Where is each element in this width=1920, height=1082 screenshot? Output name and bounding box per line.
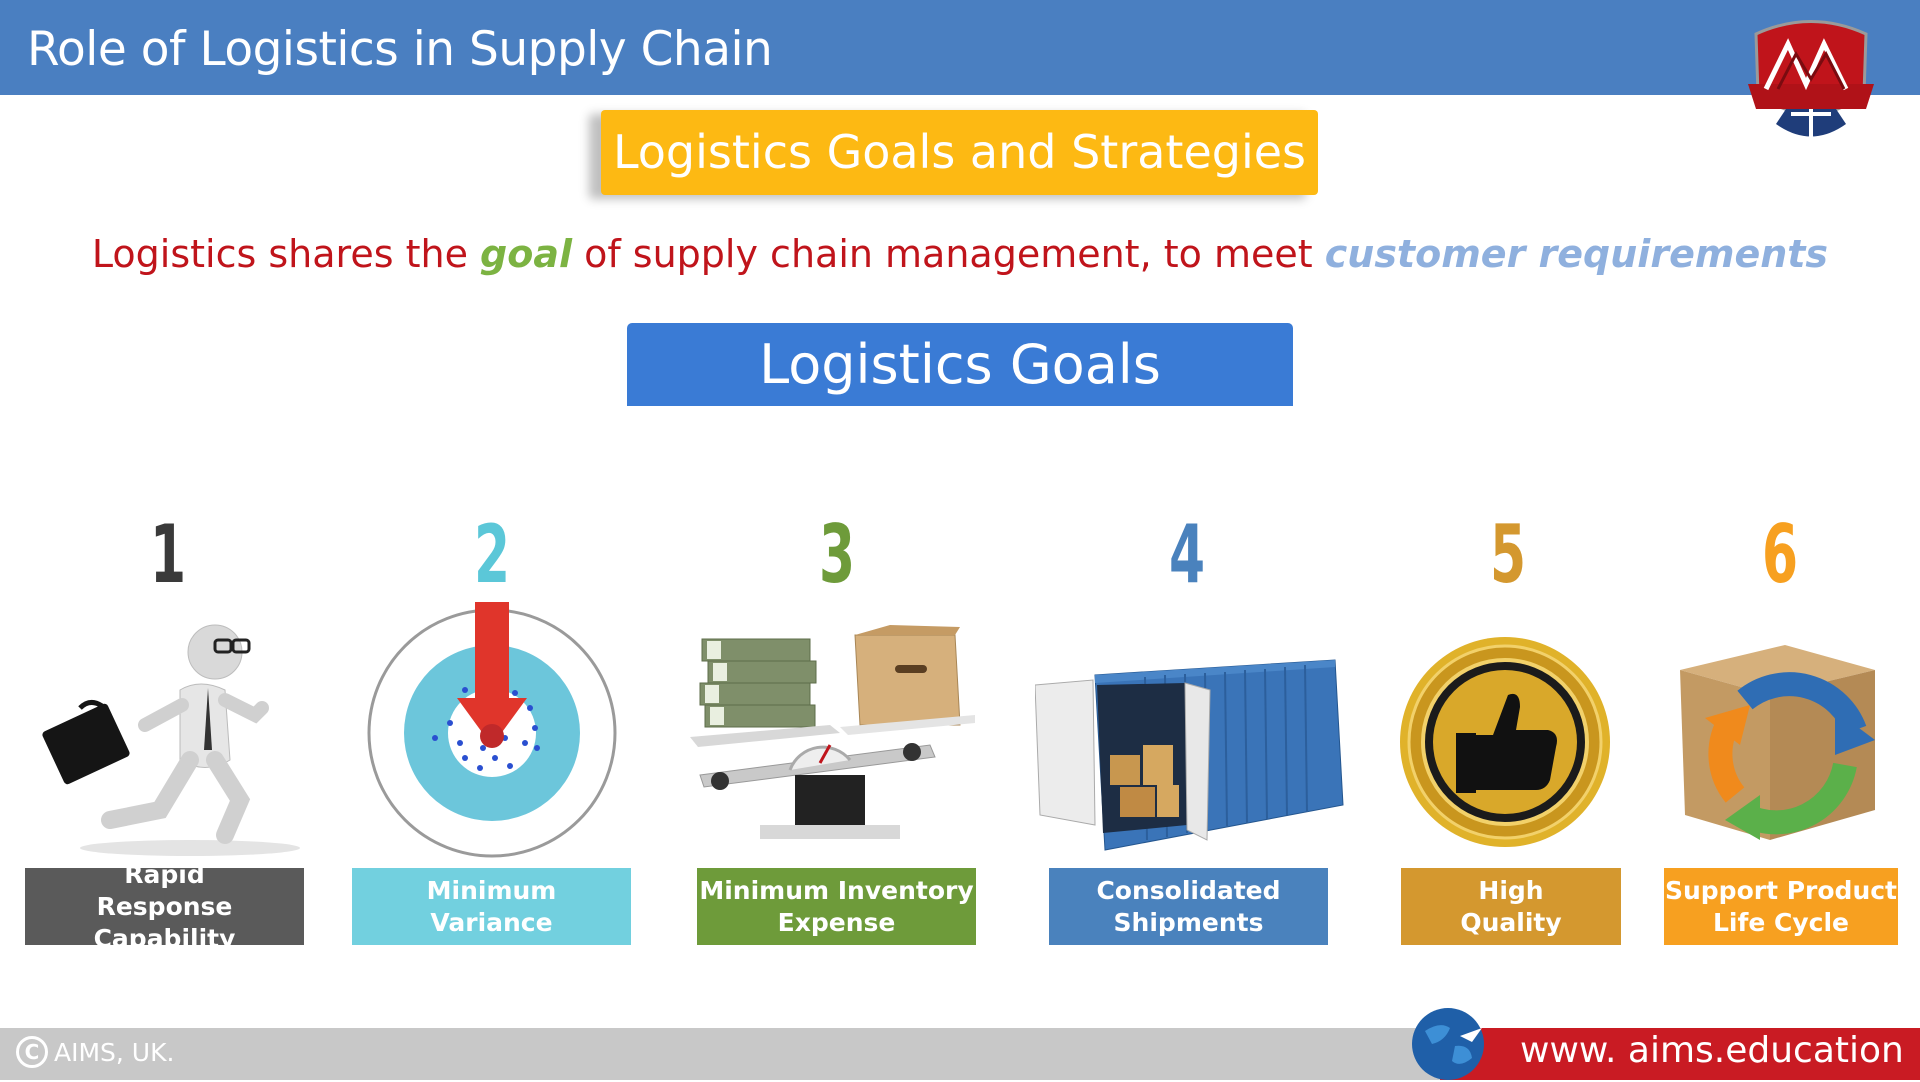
- goal-label-3-line1: Minimum Inventory: [699, 875, 974, 905]
- goal-label-6-line1: Support Product: [1664, 875, 1898, 905]
- page-title: Role of Logistics in Supply Chain: [27, 22, 773, 77]
- goal-label-6-line2: Life Cycle: [1712, 907, 1849, 937]
- logistics-goals-banner: Logistics Goals: [627, 323, 1293, 406]
- footer-copyright-text: AIMS, UK.: [54, 1037, 175, 1067]
- goal-label-1-line1: Rapid: [124, 859, 205, 889]
- strategies-banner: Logistics Goals and Strategies: [601, 110, 1318, 195]
- box-cycle-icon: [1680, 645, 1875, 840]
- shipping-container-icon: [1035, 659, 1344, 851]
- goal-statement: Logistics shares the goal of supply chai…: [0, 232, 1920, 276]
- statement-part2: of supply chain management, to meet: [572, 232, 1325, 276]
- money-box-scale-icon: [690, 625, 975, 839]
- goal-number-6: 6: [1762, 508, 1799, 601]
- statement-goal-word: goal: [480, 232, 573, 276]
- goal-number-5: 5: [1490, 508, 1527, 601]
- thumbs-up-seal-icon: [1400, 637, 1610, 847]
- goal-label-2-line2: Variance: [430, 907, 553, 937]
- footer-url-link[interactable]: www. aims.education: [1520, 1030, 1904, 1071]
- statement-part1: Logistics shares the: [91, 232, 481, 276]
- copyright-icon: C: [16, 1036, 48, 1068]
- goal-label-2-line1: Minimum: [426, 875, 557, 905]
- statement-customer-requirements: customer requirements: [1324, 232, 1829, 276]
- globe-icon: [1412, 1008, 1484, 1080]
- footer-url-band: [1440, 1028, 1920, 1080]
- goal-label-3-line2: Expense: [777, 907, 896, 937]
- goal-label-5-line2: Quality: [1460, 907, 1562, 937]
- goal-label-5-line1: High: [1478, 875, 1544, 905]
- footer-copyright: C AIMS, UK.: [16, 1036, 174, 1068]
- goal-number-2: 2: [474, 508, 511, 601]
- logistics-goals-banner-label: Logistics Goals: [759, 333, 1161, 396]
- goal-label-4-line2: Shipments: [1113, 907, 1264, 937]
- strategies-banner-label: Logistics Goals and Strategies: [612, 125, 1307, 179]
- goal-label-4-line1: Consolidated: [1096, 875, 1281, 905]
- title-bar: Role of Logistics in Supply Chain: [0, 0, 1920, 95]
- goal-label-1-line2: Response Capability: [93, 891, 236, 953]
- goal-number-1: 1: [150, 508, 187, 601]
- goal-number-4: 4: [1169, 508, 1206, 601]
- aims-logo-icon: [1748, 20, 1874, 142]
- goal-number-3: 3: [819, 508, 856, 601]
- target-arrow-icon: [367, 602, 617, 858]
- running-businessman-icon: [42, 624, 300, 856]
